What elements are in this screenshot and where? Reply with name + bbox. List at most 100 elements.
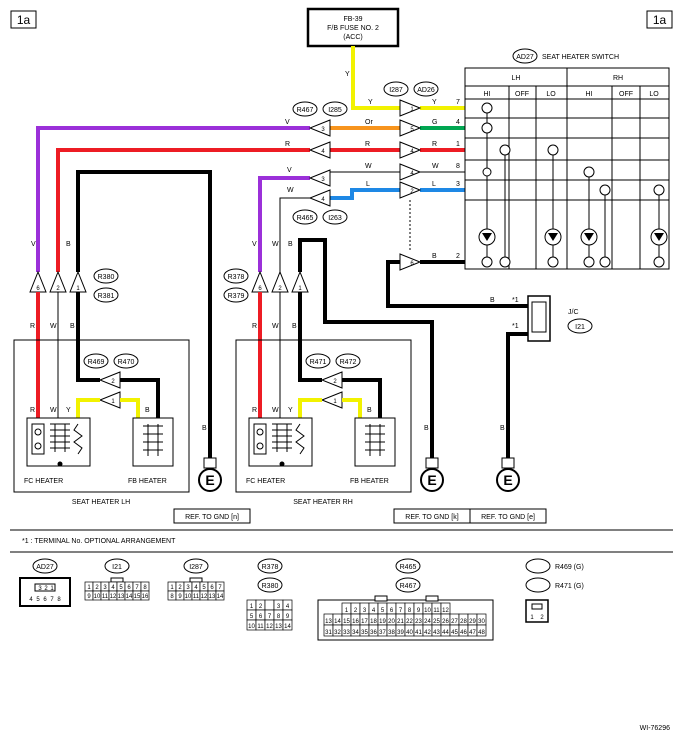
connector-pin-number: 42 <box>424 630 431 636</box>
connector-pin-number: 37 <box>379 630 386 636</box>
connector-pin-number: 13 <box>275 624 282 630</box>
connector-pin-number: 4 <box>286 604 290 610</box>
seat-rh-pin-2: 2 <box>278 286 282 292</box>
seat-rh-inner-pin-2-shape <box>320 371 343 389</box>
wire-yellow-rh-fb <box>342 398 362 418</box>
cv-ad27-label: AD27 <box>36 564 54 571</box>
rh-intermediate-connector: 3 4 <box>308 169 331 207</box>
wire-yellow-fuse <box>351 46 400 110</box>
connector-pin-number: 7 <box>268 614 272 620</box>
jc-star-1: *1 <box>512 297 519 304</box>
seat-rh-inner-pin-1-shape <box>320 391 343 409</box>
connector-view-r469: R469 (G) R471 (G) 1 2 <box>525 558 584 623</box>
cv-ad27-p5: 5 <box>36 597 40 603</box>
switch-pos-lh-off: OFF <box>515 91 529 98</box>
fuse-mode: (ACC) <box>343 34 362 41</box>
connector-label-r469: R469 <box>88 359 105 366</box>
lh-intermediate-connector: 3 4 <box>308 119 331 159</box>
connector-label-i263: I263 <box>328 215 342 222</box>
connector-view-ad27: AD27 3 2 1 4 5 6 7 8 <box>19 558 71 607</box>
wire-label-b10: B <box>292 323 297 330</box>
connector-label-ad27: AD27 <box>516 54 534 61</box>
figure-id: WI-76296 <box>640 725 670 732</box>
connector-pin-number: 3 <box>363 608 367 614</box>
switch-title: SEAT HEATER SWITCH <box>542 54 619 61</box>
connector-pin-number: 39 <box>397 630 404 636</box>
fc-heater-rh-label: FC HEATER <box>246 478 285 485</box>
wire-label-b4: B <box>424 425 429 432</box>
connector-pin-number: 6 <box>210 585 214 591</box>
connector-pin-number: 7 <box>135 585 139 591</box>
connector-pin-number: 27 <box>451 619 458 625</box>
connector-pin-number: 5 <box>381 608 385 614</box>
connector-pin-number: 3 <box>103 585 107 591</box>
seat-rh-inner-pin-2: 2 <box>333 379 337 385</box>
wire-label-y2: Y <box>368 99 373 106</box>
upper-pin-5: 5 <box>410 127 414 133</box>
upper-pin-4a: 4 <box>410 149 414 155</box>
connector-label-r380: R380 <box>98 274 115 281</box>
connector-cell <box>140 590 150 601</box>
switch-pin-4: 4 <box>456 119 460 126</box>
connector-pin-number: 26 <box>442 619 449 625</box>
switch-pos-rh-lo: LO <box>649 91 659 98</box>
connector-pin-number: 4 <box>372 608 376 614</box>
wire-label-y3: Y <box>432 99 437 106</box>
wire-label-w8: W <box>272 407 279 414</box>
connector-pin-number: 1 <box>170 585 174 591</box>
gnd-ref-lh: REF. TO GND [n] <box>185 514 239 521</box>
connector-pin-number: 34 <box>352 630 359 636</box>
wire-label-or: Or <box>365 119 373 126</box>
wire-label-r2: R <box>365 141 370 148</box>
connector-pin-number: 46 <box>460 630 467 636</box>
connector-pin-number: 31 <box>325 630 332 636</box>
connector-pin-number: 14 <box>284 624 291 630</box>
wire-label-w3: W <box>287 187 294 194</box>
switch-side-rh: RH <box>613 75 623 82</box>
fc-heater-rh-resistor-icon <box>295 423 305 455</box>
connector-pin-number: 9 <box>178 594 182 600</box>
connector-pin-number: 9 <box>417 608 421 614</box>
connector-pin-number: 4 <box>194 585 198 591</box>
connector-pin-number: 47 <box>469 630 476 636</box>
wire-label-r4: R <box>30 323 35 330</box>
wire-black-lh-fb <box>120 378 160 418</box>
connector-pin-number: 35 <box>361 630 368 636</box>
wire-violet-lh <box>36 126 310 272</box>
ground-jc-label: E <box>503 472 512 488</box>
cv-ad27-p8: 8 <box>57 597 61 603</box>
connector-pin-number: 20 <box>388 619 395 625</box>
wire-label-b11: B <box>367 407 372 414</box>
connector-pin-number: 11 <box>102 594 109 600</box>
connector-pin-number: 10 <box>248 624 255 630</box>
connector-pin-number: 13 <box>209 594 216 600</box>
connector-tag-r472 <box>335 353 361 369</box>
seat-lh-frame <box>13 339 190 493</box>
cv-i287-label: I287 <box>189 564 203 571</box>
jc-label: J/C <box>568 309 579 316</box>
wire-label-v2: V <box>31 241 36 248</box>
wire-label-b1: B <box>66 241 71 248</box>
connector-pin-number: 12 <box>110 594 117 600</box>
connector-tag-r471 <box>305 353 331 369</box>
connector-pin-number: 4 <box>111 585 115 591</box>
lh-pin-3: 3 <box>321 127 325 133</box>
connector-pin-number: 12 <box>442 608 449 614</box>
connector-pin-number: 7 <box>399 608 403 614</box>
wire-red-lh <box>56 148 310 272</box>
cv-ad27-p6: 6 <box>43 597 47 603</box>
seat-lh-inner-pin-1-shape <box>98 391 121 409</box>
seat-rh-pin-6: 6 <box>258 286 262 292</box>
connector-pin-number: 17 <box>361 619 368 625</box>
rh-pin-3: 3 <box>321 177 325 183</box>
connector-pin-number: 44 <box>442 630 449 636</box>
seat-lh-inner-pin-2: 2 <box>111 379 115 385</box>
wire-label-r7: R <box>252 407 257 414</box>
connector-tag-i21 <box>567 318 593 334</box>
indicator-led-icon <box>478 228 668 246</box>
